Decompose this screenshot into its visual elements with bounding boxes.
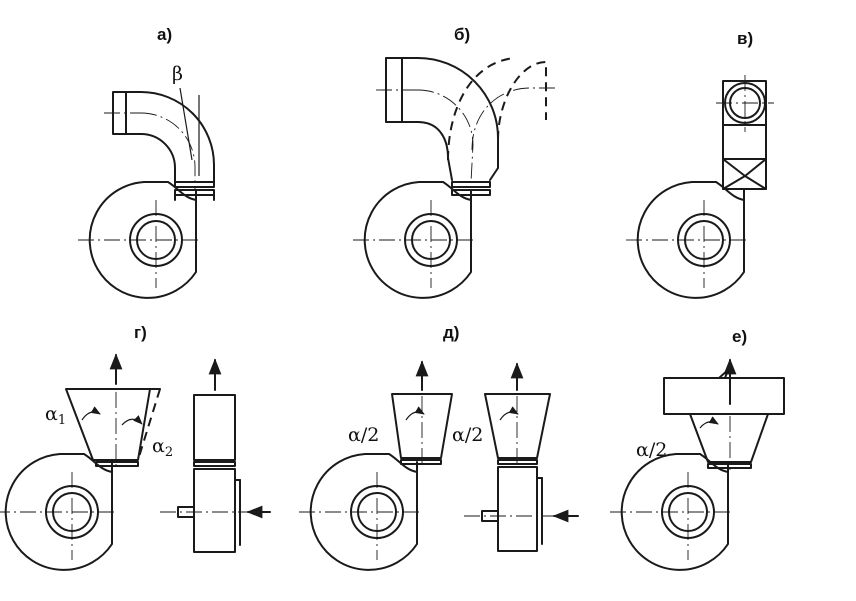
elbow-outer bbox=[129, 91, 215, 183]
diffuser bbox=[65, 388, 151, 461]
side-diffuser bbox=[484, 393, 551, 459]
side-fan-body bbox=[497, 466, 538, 552]
panel-label-v: в) bbox=[737, 29, 753, 48]
panel-label-e: е) bbox=[732, 327, 747, 346]
diffuser bbox=[689, 413, 769, 463]
diffuser-alt-dashed bbox=[137, 388, 161, 461]
side-fan-body bbox=[193, 468, 236, 553]
panel-e: е) α/2 bbox=[609, 327, 785, 571]
fan-housing bbox=[352, 181, 477, 299]
panel-label-g: г) bbox=[134, 323, 147, 342]
alt-elbow-dashed bbox=[497, 60, 547, 141]
elbow-inner bbox=[129, 133, 176, 183]
panel-label-b: б) bbox=[454, 25, 470, 44]
diffuser bbox=[391, 393, 453, 459]
fan-housing bbox=[625, 181, 750, 299]
beta-label: β bbox=[172, 63, 183, 85]
fan-housing bbox=[0, 453, 118, 571]
fan-housing bbox=[609, 453, 734, 571]
alpha2-label: α2 bbox=[152, 435, 173, 460]
panel-d: д) α/2 α/2 bbox=[298, 323, 579, 571]
panel-b: б) bbox=[352, 25, 556, 299]
elbow-inner bbox=[405, 121, 453, 181]
chamber bbox=[663, 377, 785, 415]
alpha1-label: α1 bbox=[45, 403, 66, 428]
elbow-outer bbox=[405, 57, 499, 181]
panel-g: г) α1 α2 bbox=[0, 323, 271, 571]
half-alpha-label-front: α/2 bbox=[348, 424, 379, 446]
transition-box bbox=[722, 158, 767, 190]
panel-v: в) bbox=[625, 29, 774, 299]
fan-housing bbox=[77, 181, 202, 299]
panel-label-d: д) bbox=[443, 323, 459, 342]
fan-housing bbox=[298, 453, 423, 571]
panel-a: а) β bbox=[77, 25, 215, 299]
half-alpha-label: α/2 bbox=[636, 439, 667, 461]
angle-line bbox=[179, 87, 193, 161]
half-alpha-label-side: α/2 bbox=[452, 424, 483, 446]
side-duct bbox=[193, 394, 236, 461]
panel-label-a: а) bbox=[157, 25, 172, 44]
